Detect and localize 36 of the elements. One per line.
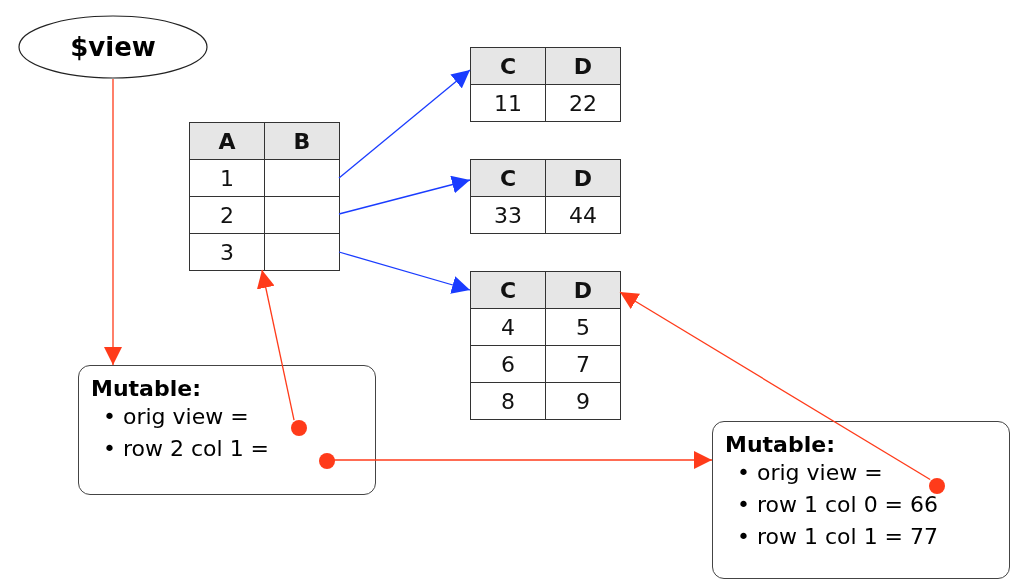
dot [291,420,307,436]
column-header: D [545,271,621,309]
list-item: • orig view = [103,403,250,431]
arrow [333,451,713,469]
ellipse-node [18,15,208,79]
note-box [712,421,1010,579]
arrow [619,291,931,481]
dot [319,453,335,469]
column-header: C [470,271,546,309]
dot [929,478,945,494]
table-cell: 11 [470,84,546,122]
arrow [338,69,471,179]
table-cell: 22 [545,84,621,122]
column-header: D [545,47,621,85]
arrow [256,269,295,421]
note-heading: Mutable: [91,376,202,401]
table-cell: 8 [470,382,546,420]
column-header: B [264,122,340,160]
table-cell: 33 [470,196,546,234]
table-cell: 3 [189,233,265,271]
note-box [78,365,376,495]
column-header: C [470,47,546,85]
node-label: $view [70,32,156,62]
arrow [104,78,122,366]
column-header: D [545,159,621,197]
table-cell: 44 [545,196,621,234]
note-heading: Mutable: [725,432,836,457]
list-item: • row 1 col 0 = 66 [737,491,940,519]
list-item: • row 1 col 1 = 77 [737,523,940,551]
list-item: • orig view = [737,459,884,487]
column-header: C [470,159,546,197]
column-header: A [189,122,265,160]
arrow [338,175,471,215]
arrow [338,251,471,294]
table-cell: 9 [545,382,621,420]
list-item: • row 2 col 1 = [103,435,271,463]
